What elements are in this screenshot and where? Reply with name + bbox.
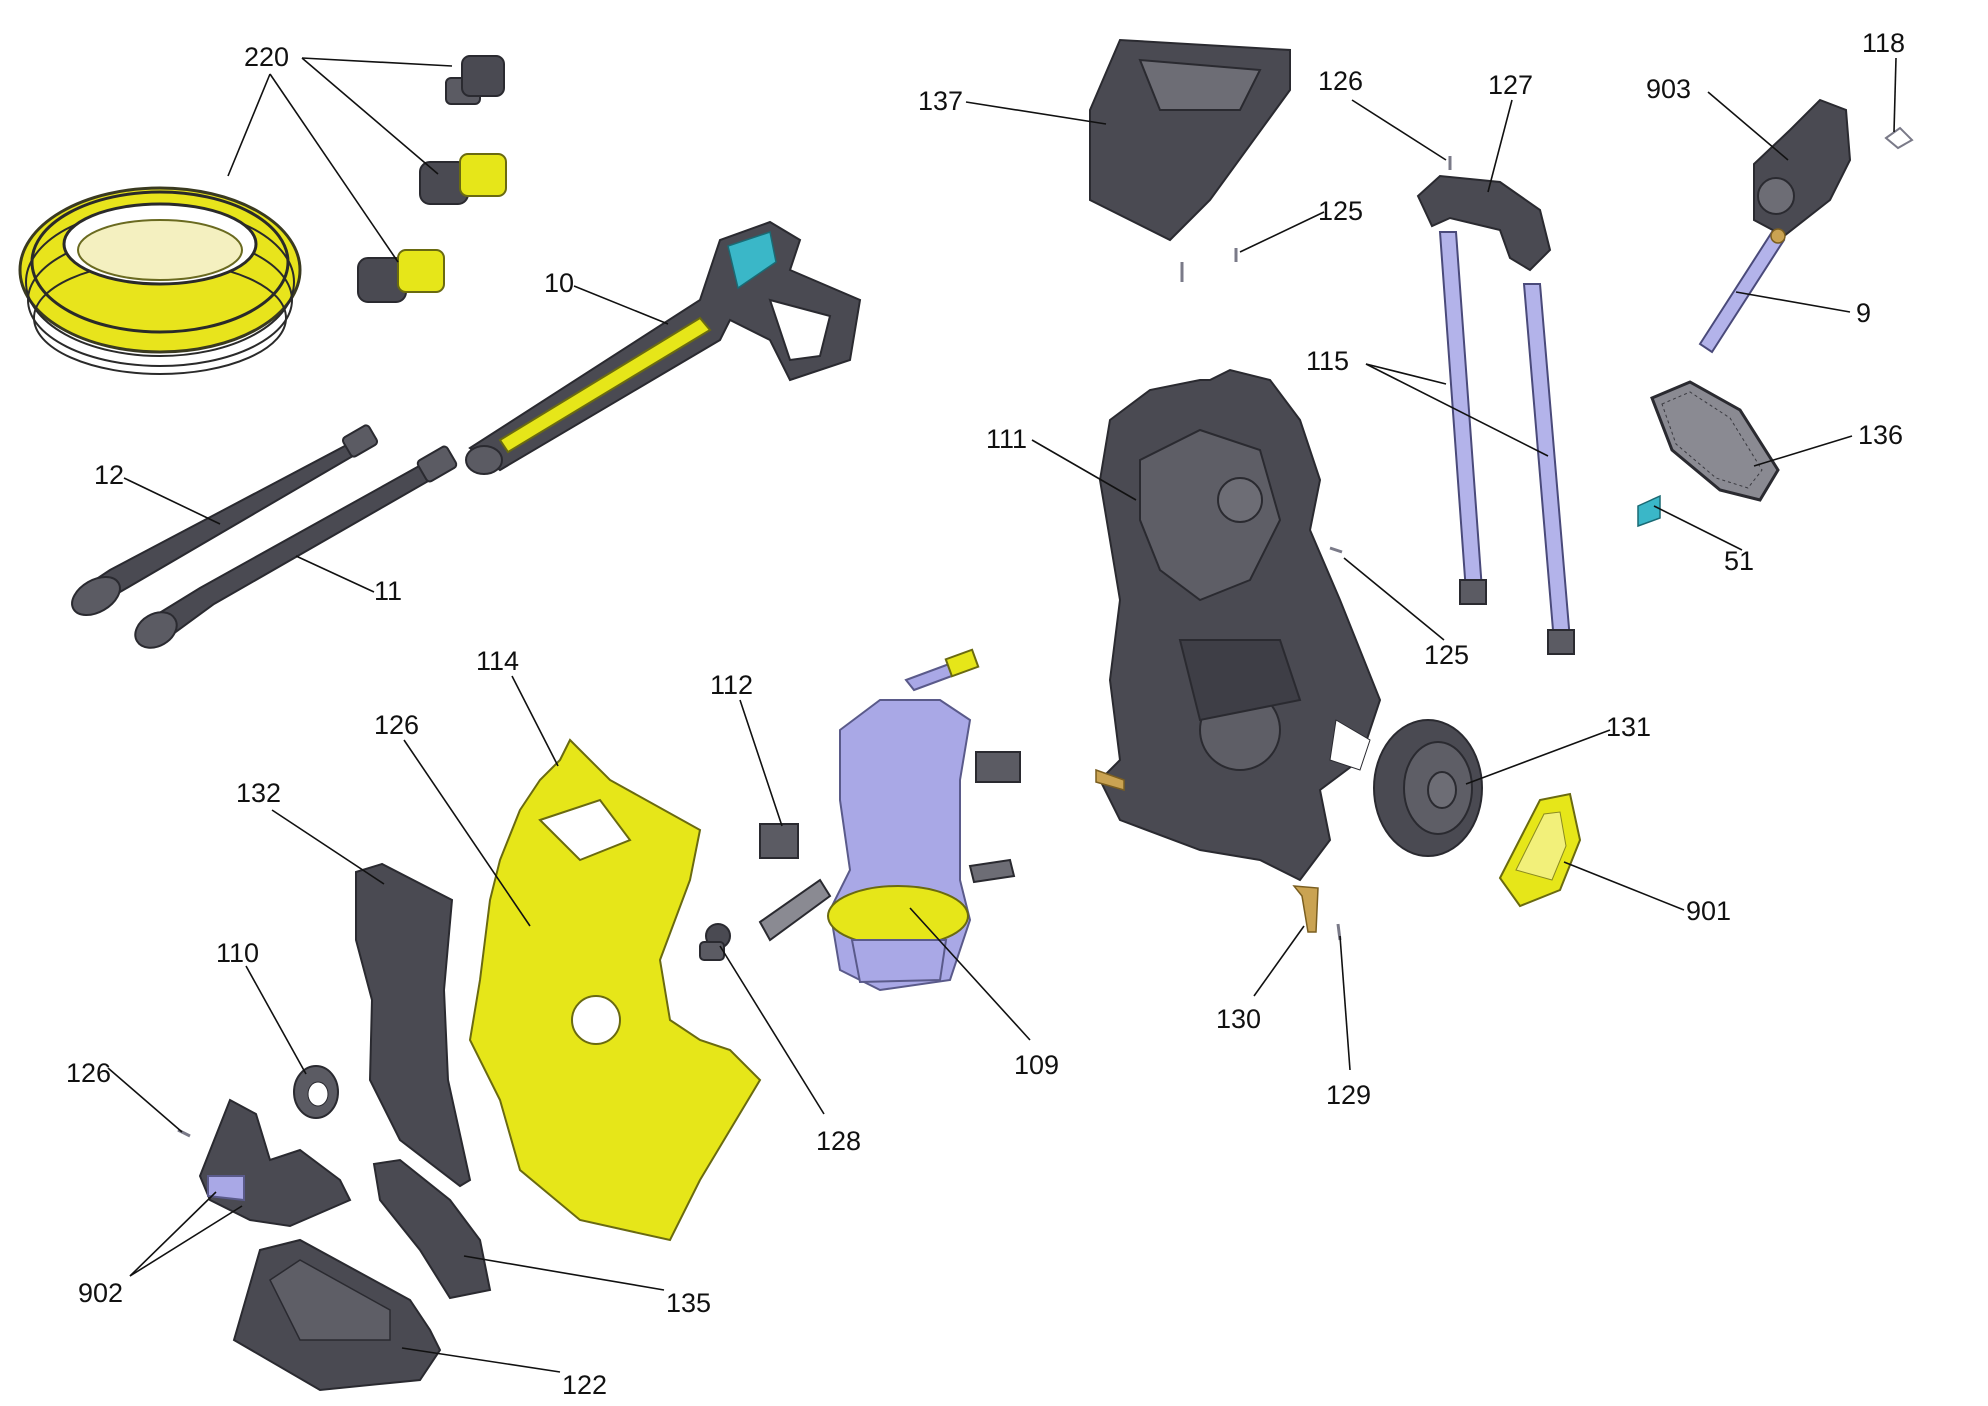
part-hub-cap[interactable] (1498, 792, 1582, 908)
part-side-panel[interactable] (372, 1158, 492, 1300)
part-number-labels: 220 10 12 11 137 126 127 125 903 118 9 1… (66, 28, 1905, 1400)
label-135[interactable]: 135 (666, 1288, 711, 1318)
part-block[interactable] (759, 823, 799, 859)
leader-lines (107, 57, 1897, 1373)
label-126-top[interactable]: 126 (1318, 66, 1363, 96)
part-lance-dirt-blaster[interactable] (65, 424, 379, 623)
label-112[interactable]: 112 (710, 670, 753, 700)
label-137[interactable]: 137 (918, 86, 963, 116)
label-109[interactable]: 109 (1014, 1050, 1059, 1080)
label-126-bot[interactable]: 126 (66, 1058, 111, 1088)
part-garden-hose[interactable] (18, 186, 302, 375)
part-telescopic-rods[interactable] (1438, 231, 1575, 655)
label-110[interactable]: 110 (216, 938, 259, 968)
part-front-cover[interactable] (468, 738, 762, 1242)
part-main-housing[interactable] (1098, 368, 1382, 882)
part-screw-125-mid[interactable] (1329, 546, 1343, 554)
part-housing-fitting (1095, 768, 1125, 791)
part-screws-top[interactable] (1180, 248, 1238, 282)
part-hose-coupling-tap[interactable] (445, 55, 505, 105)
label-130[interactable]: 130 (1216, 1004, 1261, 1034)
part-hose-coupling-a[interactable] (419, 153, 507, 205)
part-hose-hook[interactable] (1089, 38, 1291, 242)
part-hose-coupling-b[interactable] (357, 249, 445, 303)
part-handle[interactable] (1416, 174, 1552, 272)
label-12[interactable]: 12 (94, 460, 124, 490)
label-127[interactable]: 127 (1488, 70, 1533, 100)
part-hose-holder[interactable] (1753, 98, 1852, 238)
label-220[interactable]: 220 (244, 42, 289, 72)
part-lance-vario[interactable] (129, 445, 458, 655)
part-clip[interactable] (1884, 126, 1914, 150)
label-118[interactable]: 118 (1862, 28, 1905, 58)
part-spray-gun[interactable] (465, 220, 862, 475)
label-9[interactable]: 9 (1856, 298, 1871, 328)
part-brass-connector[interactable] (1292, 885, 1319, 933)
label-131[interactable]: 131 (1606, 712, 1651, 742)
label-901[interactable]: 901 (1686, 896, 1731, 926)
part-hose-piece[interactable] (1698, 228, 1786, 354)
label-125-top[interactable]: 125 (1318, 196, 1363, 226)
label-128[interactable]: 128 (816, 1126, 861, 1156)
part-rear-panel[interactable] (355, 862, 472, 1188)
label-126-mid[interactable]: 126 (374, 710, 419, 740)
label-111[interactable]: 111 (986, 424, 1027, 454)
part-pump-motor[interactable] (758, 648, 1016, 992)
label-125-mid[interactable]: 125 (1424, 640, 1469, 670)
label-132[interactable]: 132 (236, 778, 281, 808)
part-bottom-cover[interactable] (232, 1238, 442, 1392)
part-sticker[interactable] (1637, 494, 1661, 528)
label-122[interactable]: 122 (562, 1370, 607, 1400)
label-902[interactable]: 902 (78, 1278, 123, 1308)
label-129[interactable]: 129 (1326, 1080, 1371, 1110)
label-51[interactable]: 51 (1724, 546, 1754, 576)
part-wheel[interactable] (1373, 719, 1483, 857)
part-accessory-holder[interactable] (198, 1098, 352, 1228)
label-115[interactable]: 115 (1306, 346, 1349, 376)
label-136[interactable]: 136 (1858, 420, 1903, 450)
part-filter[interactable] (1650, 380, 1780, 502)
label-114[interactable]: 114 (476, 646, 519, 676)
label-11[interactable]: 11 (374, 576, 402, 606)
label-903[interactable]: 903 (1646, 74, 1691, 104)
label-10[interactable]: 10 (544, 268, 574, 298)
part-water-inlet-fitting[interactable] (699, 923, 731, 961)
part-block-2 (975, 751, 1021, 783)
part-knob[interactable] (293, 1065, 339, 1119)
